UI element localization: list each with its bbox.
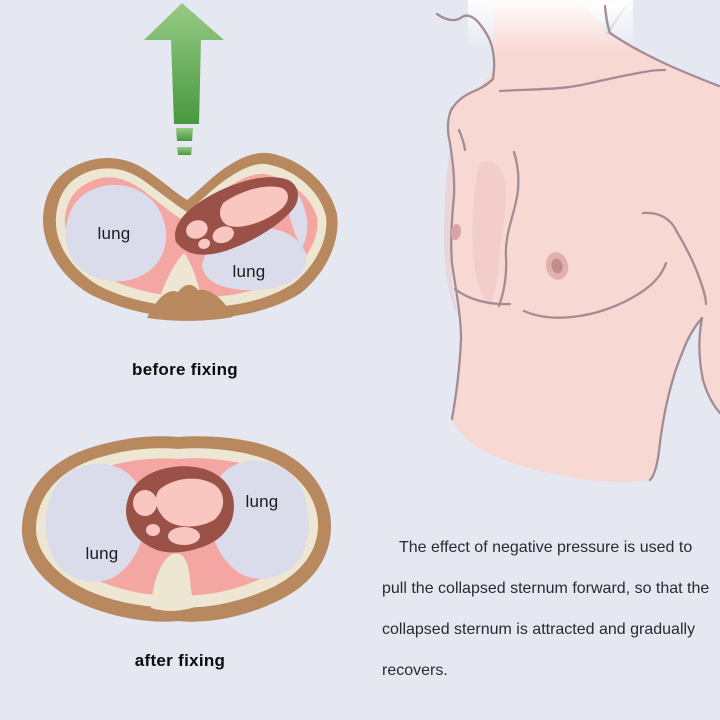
before-title: before fixing	[132, 360, 238, 379]
up-arrow-icon	[144, 3, 224, 155]
after-right-lung-shape	[209, 460, 309, 579]
nipples	[450, 224, 569, 280]
left-nipple	[450, 224, 462, 240]
before-cross-section-illustration	[42, 152, 338, 321]
torso-illustration	[435, 0, 720, 482]
before-right-lung-label: lung	[232, 262, 266, 281]
arrow-dash-2	[177, 147, 192, 155]
description-line: collapsed sternum is attracted and gradu…	[382, 621, 696, 638]
before-left-lung-label: lung	[97, 224, 131, 243]
after-title: after fixing	[134, 651, 226, 670]
description-line: The effect of negative pressure is used …	[399, 539, 693, 556]
after-left-lung-shape	[45, 463, 146, 582]
after-left-lung-label: lung	[85, 544, 119, 563]
before-heart-shape	[175, 177, 299, 255]
torso-outline-strokes	[435, 4, 720, 482]
arrow-dash-1	[176, 128, 193, 141]
description-text: The effect of negative pressure is used …	[382, 527, 710, 691]
before-spine-bump	[147, 284, 233, 321]
description-line: pull the collapsed sternum forward, so t…	[382, 580, 710, 597]
description-line: recovers.	[382, 662, 448, 679]
before-left-lung-shape	[65, 184, 167, 282]
sternum-shadow	[472, 160, 506, 308]
after-right-lung-label: lung	[245, 492, 279, 511]
after-heart-shape	[126, 466, 234, 553]
after-sternum-stalk	[151, 553, 195, 611]
arrow-head-shaft	[144, 3, 224, 124]
after-cross-section-illustration	[21, 436, 332, 622]
torso-body-shape	[447, 0, 720, 482]
